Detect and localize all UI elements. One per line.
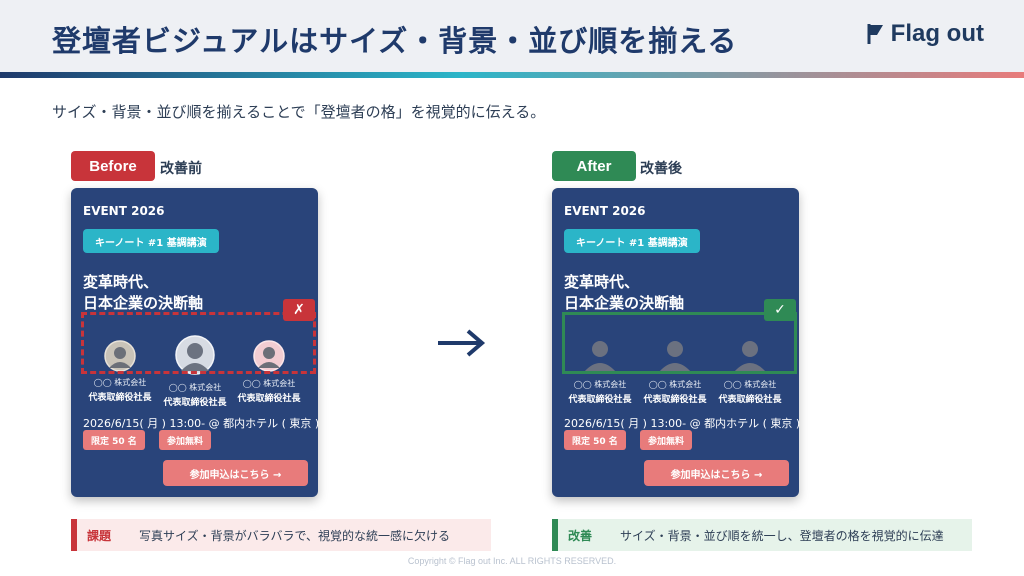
cross-mark-icon: ✗ [283,299,315,321]
limit-pill: 限定 50 名 [564,430,626,450]
after-event-card: EVENT 2026 キーノート #1 基調講演 変革時代、 日本企業の決断軸 … [552,188,801,497]
flag-icon [867,24,883,44]
limit-pill: 限定 50 名 [83,430,145,450]
improvement-note-text: サイズ・背景・並び順を統一し、登壇者の格を視覚的に伝達 [620,528,944,543]
issue-note-text: 写真サイズ・背景がバラバラで、視覚的な統一感に欠ける [139,528,451,543]
speaker-role: 代表取締役社長 [163,398,227,408]
speaker-role: 代表取締役社長 [88,393,152,403]
event-date-venue: 2026/6/15( 月 ) 13:00- @ 都内ホテル ( 東京 ) [83,417,320,430]
speaker-company: ◯◯ 株式会社 [93,378,147,387]
improvement-note: 改善 サイズ・背景・並び順を統一し、登壇者の格を視覚的に伝達 [552,519,972,551]
speaker-3: ◯◯ 株式会社 代表取締役社長 [231,378,307,404]
before-tag: Before [71,151,155,181]
speaker-photo-1 [104,340,136,372]
headline-line-1: 変革時代、 [83,273,159,291]
card-headline: 変革時代、 日本企業の決断軸 [564,272,684,314]
header-gradient-bar [0,72,1024,78]
speaker-photo-2 [659,341,691,372]
improvement-highlight-box [562,312,797,374]
brand-logo: Flag out [867,20,984,48]
issue-note-bar [71,519,77,551]
after-tag: After [552,151,636,181]
speaker-photo-1 [584,341,616,372]
copyright-footer: Copyright © Flag out Inc. ALL RIGHTS RES… [407,556,617,566]
improvement-note-bar [552,519,558,551]
speaker-1: ◯◯ 株式会社 代表取締役社長 [562,379,638,405]
register-button[interactable]: 参加申込はこちら → [163,460,308,486]
check-mark-icon: ✓ [764,299,796,321]
card-event-label: EVENT 2026 [83,204,165,218]
issue-note-label: 課題 [87,528,112,543]
slide-title: 登壇者ビジュアルはサイズ・背景・並び順を揃える [52,24,738,58]
speaker-2: ◯◯ 株式会社 代表取締役社長 [157,382,233,408]
problem-highlight-box [81,312,316,374]
speaker-photo-3 [253,340,285,372]
speaker-role: 代表取締役社長 [718,395,782,405]
free-pill: 参加無料 [159,430,212,450]
before-event-card: EVENT 2026 キーノート #1 基調講演 変革時代、 日本企業の決断軸 … [71,188,320,497]
issue-note: 課題 写真サイズ・背景がバラバラで、視覚的な統一感に欠ける [71,519,491,551]
keynote-badge: キーノート #1 基調講演 [564,229,700,253]
card-headline: 変革時代、 日本企業の決断軸 [83,272,203,314]
slide-header: 登壇者ビジュアルはサイズ・背景・並び順を揃える Flag out [0,0,1024,72]
speaker-company: ◯◯ 株式会社 [723,380,777,389]
speaker-company: ◯◯ 株式会社 [168,383,222,392]
register-button[interactable]: 参加申込はこちら → [644,460,789,486]
logo-text: Flag out [890,20,984,47]
slide-subtitle: サイズ・背景・並び順を揃えることで「登壇者の格」を視覚的に伝える。 [52,103,546,121]
speaker-role: 代表取締役社長 [568,395,632,405]
headline-line-1: 変革時代、 [564,273,640,291]
speaker-role: 代表取締役社長 [643,395,707,405]
speaker-3: ◯◯ 株式会社 代表取締役社長 [712,379,788,405]
free-pill: 参加無料 [640,430,693,450]
arrow-right-icon [438,329,486,357]
before-tag-label: 改善前 [160,161,202,177]
speaker-photo-3 [734,341,766,372]
speaker-role: 代表取締役社長 [237,394,301,404]
speaker-company: ◯◯ 株式会社 [648,380,702,389]
event-date-venue: 2026/6/15( 月 ) 13:00- @ 都内ホテル ( 東京 ) [564,417,801,430]
card-event-label: EVENT 2026 [564,204,646,218]
headline-line-2: 日本企業の決断軸 [564,294,685,312]
speaker-photo-2 [175,335,215,375]
improvement-note-label: 改善 [568,528,593,543]
after-tag-label: 改善後 [640,161,682,177]
speaker-company: ◯◯ 株式会社 [573,380,627,389]
headline-line-2: 日本企業の決断軸 [83,294,204,312]
speaker-company: ◯◯ 株式会社 [242,379,296,388]
keynote-badge: キーノート #1 基調講演 [83,229,219,253]
speaker-2: ◯◯ 株式会社 代表取締役社長 [637,379,713,405]
speaker-1: ◯◯ 株式会社 代表取締役社長 [82,377,158,403]
